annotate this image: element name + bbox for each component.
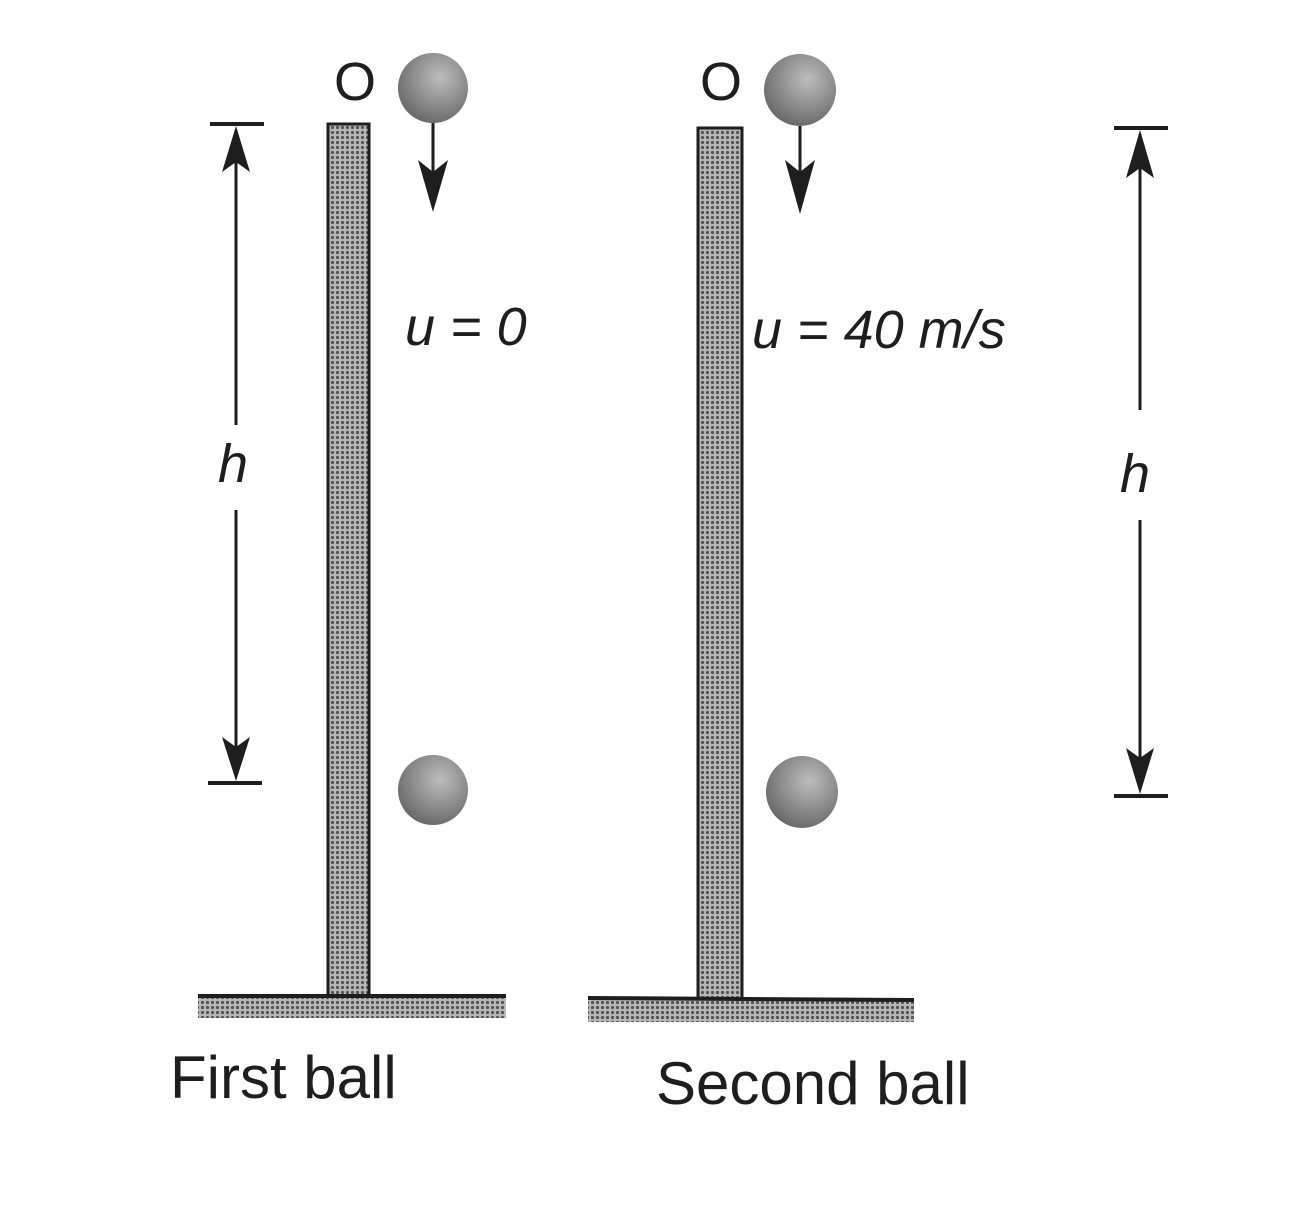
second-ball-caption: Second ball bbox=[656, 1050, 970, 1117]
left-velocity-label: u = 0 bbox=[405, 297, 527, 357]
right-height-arrow-icon bbox=[1114, 126, 1168, 798]
left-height-arrow-icon bbox=[208, 122, 264, 785]
left-ball-bottom bbox=[398, 755, 468, 825]
left-tower bbox=[326, 122, 371, 1000]
left-velocity-arrow-icon bbox=[418, 123, 448, 212]
second-ball-setup: O u = 40 m/s h Second ball bbox=[587, 52, 1168, 1117]
right-ball-bottom bbox=[766, 756, 838, 828]
right-tower bbox=[696, 126, 744, 1002]
first-ball-caption: First ball bbox=[170, 1044, 397, 1111]
left-ground bbox=[198, 996, 506, 1018]
right-ball-top bbox=[764, 54, 836, 126]
right-ground bbox=[588, 998, 914, 1022]
left-height-label: h bbox=[218, 434, 248, 494]
right-velocity-label: u = 40 m/s bbox=[752, 300, 1006, 360]
first-ball-setup: O u = 0 h First ball bbox=[170, 52, 527, 1111]
right-height-label: h bbox=[1120, 444, 1150, 504]
right-velocity-arrow-icon bbox=[785, 126, 815, 214]
left-origin-label: O bbox=[334, 52, 376, 112]
left-ball-top bbox=[398, 53, 468, 123]
right-origin-label: O bbox=[700, 52, 742, 112]
